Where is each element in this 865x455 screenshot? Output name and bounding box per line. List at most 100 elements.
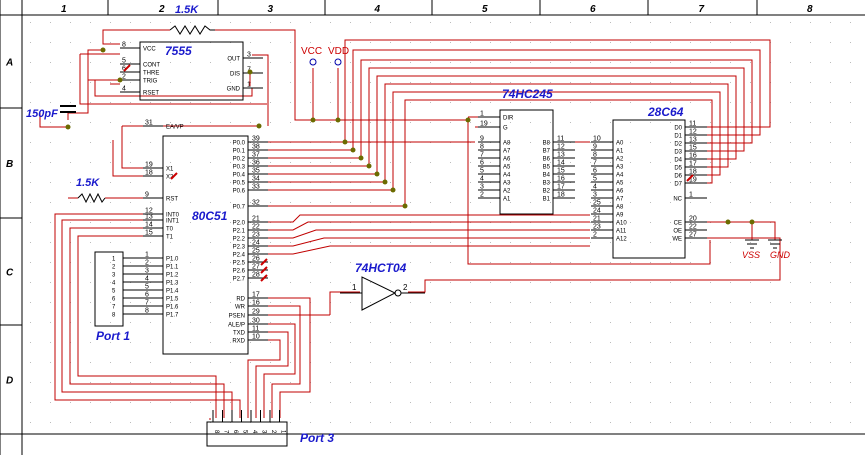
row-label: D (6, 376, 13, 387)
column-label: 7 (699, 4, 705, 15)
wire-p04 (268, 75, 737, 175)
wire-x2 (112, 140, 143, 177)
timer-title: 7555 (165, 44, 192, 58)
pin-label: INT0 (166, 213, 180, 219)
pin-number: 6 (480, 160, 484, 167)
pin-number: 3 (145, 268, 149, 275)
pin-label: A7 (503, 149, 511, 155)
pin-number: 13 (145, 214, 153, 221)
port1-pin: 8 (112, 313, 116, 319)
pin-marker (260, 274, 268, 282)
pin-label: P1.0 (166, 257, 179, 263)
pin-label: P2.5 (233, 261, 246, 267)
pin-label: VCC (143, 47, 156, 53)
pin-label: P0.5 (233, 181, 246, 187)
pin-label: P2.2 (233, 237, 246, 243)
pin-number: 5 (122, 58, 126, 65)
pin-number: 11 (557, 136, 564, 143)
column-label: 8 (807, 4, 813, 15)
pin-number: 9 (145, 192, 149, 199)
pin-label: B7 (543, 149, 551, 155)
pin-label: P1.3 (166, 281, 179, 287)
pin-number: 36 (252, 160, 260, 167)
pin-label: A6 (616, 189, 624, 195)
port1-pin: 1 (112, 257, 116, 263)
pin-label: CE (674, 221, 682, 227)
pin-label: D0 (674, 126, 682, 132)
pin-marker (260, 258, 268, 266)
wire-gnd (705, 221, 776, 240)
wire-we (408, 237, 781, 293)
inverter-74hct04 (340, 276, 425, 311)
pin-number: 25 (252, 248, 260, 255)
pin-label: P1.2 (166, 273, 179, 279)
vdd-terminal (334, 58, 342, 66)
port1-title: Port 1 (96, 329, 130, 343)
wire-t1 (77, 235, 217, 418)
pin-label: D3 (674, 150, 682, 156)
capacitor-value: 150pF (26, 108, 58, 120)
row-label: C (6, 268, 14, 279)
pin-number: 38 (252, 144, 260, 151)
column-label: 6 (590, 4, 596, 15)
pin-label: ALE/P (228, 323, 245, 329)
pin-number: 4 (122, 86, 126, 93)
pin-number: 8 (480, 144, 484, 151)
pin-number: 23 (252, 232, 260, 239)
pin-number: 39 (252, 136, 260, 143)
gnd-label: GND (770, 250, 791, 260)
pin-label: X1 (166, 167, 174, 173)
pin-label: P0.3 (233, 165, 246, 171)
column-label: 1 (61, 4, 67, 15)
pin-label: A8 (616, 205, 624, 211)
pin-label: T1 (166, 235, 174, 241)
pin-number: 14 (145, 222, 153, 229)
pin-marker (170, 172, 178, 180)
pin-number: 3 (480, 184, 484, 191)
pin-label: A3 (616, 165, 624, 171)
pin-label: TRIG (143, 79, 158, 85)
pin-number: 31 (145, 120, 153, 127)
pin-number: 7 (480, 152, 484, 159)
eeprom-title: 28C64 (647, 105, 684, 119)
pin-number: 21 (593, 216, 601, 223)
pin-label: THRE (143, 71, 159, 77)
pin-number: 11 (689, 121, 696, 128)
vss-symbol (745, 239, 759, 249)
pin-number: 27 (689, 232, 697, 239)
pin-label: P1.1 (166, 265, 179, 271)
pin-label: DIR (503, 116, 514, 122)
pin-label: RSET (143, 91, 159, 97)
pin-label: A2 (503, 189, 511, 195)
pin-number: 6 (122, 66, 126, 73)
pin-number: 19 (145, 162, 153, 169)
pin-label: A5 (503, 165, 511, 171)
row-label: A (5, 58, 13, 69)
pin-label: DIS (230, 72, 240, 78)
pin-label: A12 (616, 237, 627, 243)
pin-number: 9 (593, 144, 597, 151)
inverter-pin-out: 2 (403, 283, 408, 292)
wire-p23 (268, 237, 590, 247)
port3-pin: 6 (232, 430, 238, 434)
pin-number: 3 (593, 192, 597, 199)
pin-label: P1.4 (166, 289, 179, 295)
pin-label: GND (227, 87, 241, 93)
pin-label: TXD (233, 331, 246, 337)
pin-label: G (503, 126, 508, 132)
pin-label: CONT (143, 63, 160, 69)
inverter-pin-in: 1 (352, 283, 357, 292)
buffer-title: 74HC245 (502, 87, 553, 101)
wire-cap-left (39, 113, 68, 128)
pin-label: B8 (543, 141, 551, 147)
pin-label: D6 (674, 174, 682, 180)
pin-label: P0.0 (233, 141, 246, 147)
wire-top-to-245 (215, 29, 468, 121)
wire-thre (68, 49, 103, 114)
port1-pin: 4 (112, 281, 116, 287)
column-label: 3 (268, 4, 274, 15)
pin-label: A4 (616, 173, 624, 179)
pin-number: 18 (145, 170, 153, 177)
wire-dir (467, 120, 711, 265)
